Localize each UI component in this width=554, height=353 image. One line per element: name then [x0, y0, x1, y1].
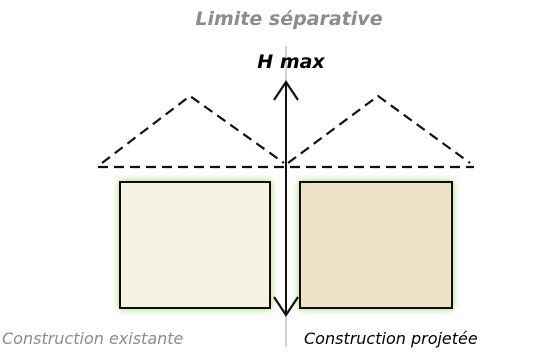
projected-construction: [299, 181, 453, 309]
projected-construction-label: Construction projetée: [304, 329, 478, 348]
hmax-arrow-down-head: [273, 296, 299, 317]
boundary-label: Limite séparative: [195, 8, 382, 30]
existing-construction-label: Construction existante: [2, 329, 184, 348]
hmax-label: H max: [257, 51, 325, 73]
right-roof-envelope: [287, 94, 471, 164]
existing-construction: [119, 181, 271, 309]
left-roof-envelope: [101, 94, 285, 164]
hmax-arrow-up-head: [273, 80, 299, 101]
